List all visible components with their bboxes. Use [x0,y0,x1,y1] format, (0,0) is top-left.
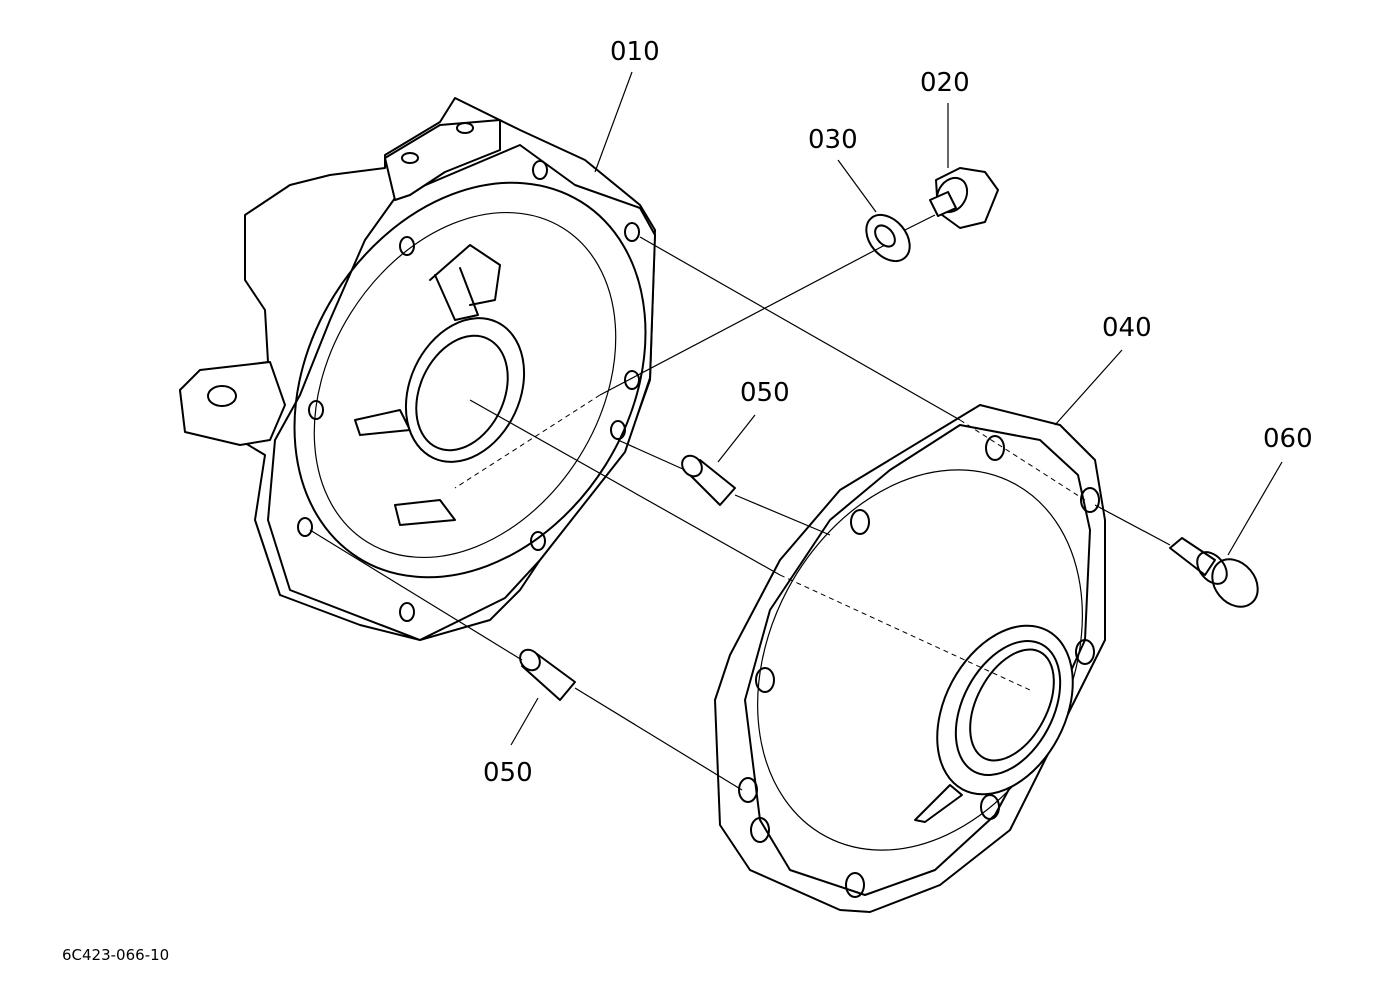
housing-top-hole-1 [401,152,419,164]
pin-050-upper-end [681,454,703,478]
washer-030-outer [865,213,911,263]
cover-seal-boss-inner [954,640,1062,776]
callout-050-upper: 050 [740,378,790,408]
housing-inner-ring-outer [293,181,647,579]
callout-040: 040 [1102,313,1152,343]
cover-seal-boss-bore [969,648,1055,762]
callout-030: 030 [808,125,858,155]
callout-060: 060 [1263,424,1313,454]
cover-bolt-holes [738,435,1100,898]
part-040-cover[interactable] [694,404,1147,913]
callout-020: 020 [920,68,970,98]
part-030-washer[interactable] [857,207,918,270]
plug-060-shank [1169,537,1216,576]
part-050-pin-upper[interactable] [678,452,736,506]
plug-060-collar [1196,551,1228,585]
housing-inner-ring-inner [313,211,617,559]
bolt-020-shank [929,191,957,217]
part-010-housing[interactable] [179,97,717,643]
housing-ear-hole [207,385,237,407]
drawing-code: 6C423-066-10 [62,946,169,964]
housing-top-block [384,119,501,201]
leader-lines [510,71,1283,746]
part-050-pin-lower[interactable] [516,646,576,701]
housing-rib-top [434,267,479,321]
pin-050-lower-end [519,648,541,672]
cover-seal-boss-outer [936,624,1074,796]
housing-bore-outer [404,317,526,463]
housing-rib-lower [394,499,456,526]
housing-top-hole-2 [456,122,474,134]
cover-inner-face [744,424,1091,896]
washer-030-inner [874,224,896,248]
part-060-plug[interactable] [1169,537,1267,616]
plug-060-head [1211,558,1259,608]
housing-bolt-holes [297,160,640,622]
housing-bore-inner [415,334,509,452]
housing-rib-upper [429,244,501,306]
callout-010: 010 [610,37,660,67]
assembly-lines [309,214,1171,791]
cover-notch [914,784,963,823]
callout-050-lower: 050 [483,758,533,788]
part-020-bolt[interactable] [929,167,999,229]
